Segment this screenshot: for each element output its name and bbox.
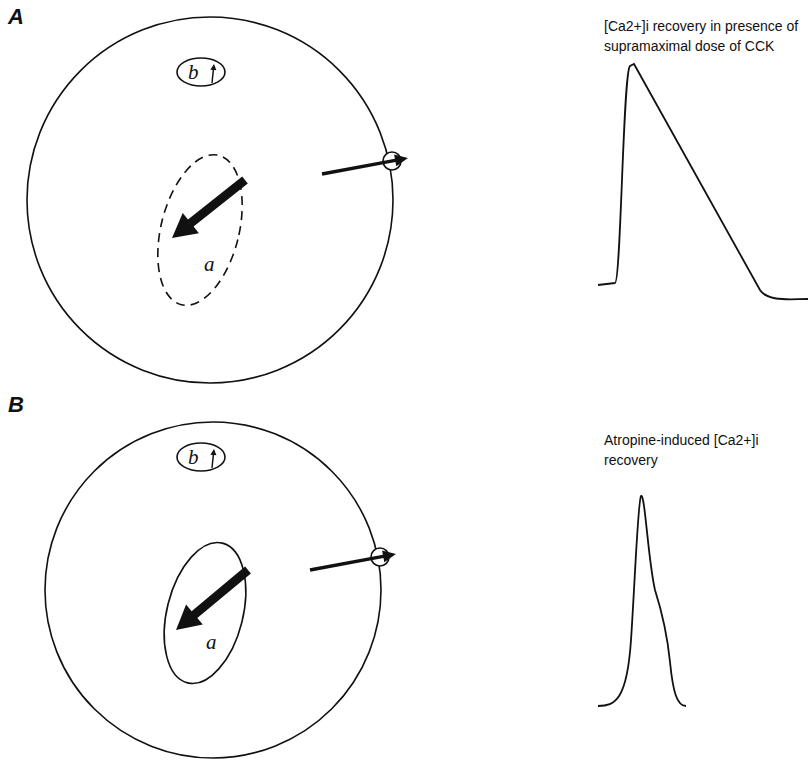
flux-arrow	[172, 177, 248, 239]
flux-arrow	[322, 155, 408, 176]
compartment-ellipse: a	[166, 540, 244, 686]
ellipse-outline	[166, 540, 244, 686]
compartment-ellipse: b	[176, 57, 226, 87]
cell-outline	[45, 422, 381, 758]
compartment-label: a	[206, 632, 217, 653]
compartment-ellipse: a	[160, 152, 240, 308]
calcium-trace	[598, 496, 686, 706]
calcium-trace	[598, 64, 808, 299]
ellipse-outline	[176, 57, 226, 87]
flux-arrow	[210, 64, 216, 83]
panel-letter: A	[8, 4, 24, 30]
trace-caption: Atropine-induced [Ca2+]i recovery	[604, 430, 804, 470]
compartment-ellipse: b	[176, 442, 226, 472]
compartment-label: b	[188, 447, 199, 468]
compartment-label: b	[188, 62, 199, 83]
cell-outline	[27, 17, 393, 383]
ellipse-outline	[176, 442, 226, 472]
compartment-label: a	[204, 254, 215, 275]
flux-arrow	[310, 551, 396, 572]
trace-caption: [Ca2+]i recovery in presence of supramax…	[604, 16, 804, 56]
ellipse-outline	[160, 152, 240, 308]
flux-arrow	[210, 449, 216, 468]
panel-letter: B	[8, 392, 24, 418]
flux-arrow	[176, 567, 251, 631]
